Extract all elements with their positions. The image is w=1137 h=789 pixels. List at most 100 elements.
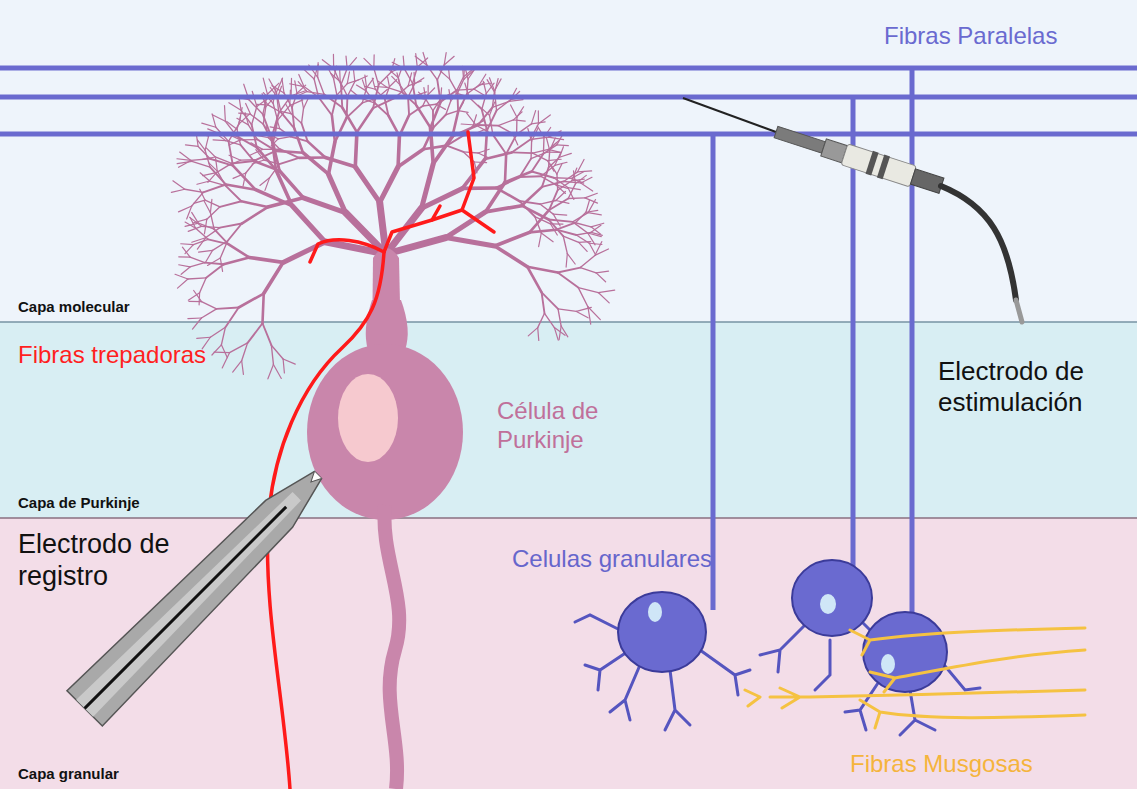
dendrite-branch: [549, 220, 573, 222]
dendrite-branch: [188, 317, 202, 319]
dendrite-branch: [522, 187, 542, 206]
dendritic-tree: [171, 52, 614, 378]
electrode-label: Electrodo de registro: [18, 528, 213, 593]
dendrite-branch: [578, 159, 584, 171]
dendrite-branch: [380, 167, 398, 203]
dendrite-branch: [430, 102, 440, 128]
dendrite-branch: [334, 79, 337, 95]
dendrite-branch: [291, 114, 302, 124]
dendrite-branch: [347, 103, 363, 118]
dendrite-branch: [579, 242, 587, 251]
dendrite-branch: [444, 56, 454, 65]
dendrite-branch: [342, 108, 357, 133]
dendrite-branch: [490, 102, 495, 115]
dendrite-branch: [386, 238, 446, 254]
dendrite-branch: [202, 302, 217, 309]
dendrite-branch: [568, 184, 575, 199]
mossy-fibers: [745, 628, 1085, 728]
dendrite-branch: [576, 175, 587, 183]
dendrite-branch: [588, 213, 601, 215]
dendrite-branch: [404, 69, 412, 84]
dendrite-branch: [246, 160, 257, 173]
parallel-fibers: [0, 68, 1137, 620]
dendrite-branch: [205, 250, 212, 262]
dendrite-branch: [545, 313, 555, 327]
dendrite-branch: [505, 154, 506, 182]
dendrite-branch: [256, 150, 264, 160]
dendrite-branch: [433, 136, 452, 163]
dendrite-branch: [576, 232, 591, 235]
dendrite-branch: [528, 328, 537, 336]
dendrite-branch: [216, 158, 218, 171]
dendrite-branch: [495, 79, 499, 93]
dendrite-branch: [249, 257, 283, 262]
dendrite-branch: [374, 68, 379, 85]
dendrite-branch: [214, 351, 229, 353]
dendrite-branch: [268, 198, 304, 207]
dendrite-branch: [558, 273, 579, 288]
dendrite-branch: [487, 80, 495, 93]
dendrite-branch: [554, 328, 558, 341]
dendrite-branch: [292, 206, 325, 242]
dendrite-branch: [286, 104, 291, 113]
dendrite-branch: [260, 178, 270, 186]
dendrite-branch: [591, 225, 601, 232]
dendrite-branch: [229, 103, 241, 110]
dendrite-branch: [239, 113, 251, 114]
dendrite-branch: [563, 236, 567, 254]
dendrite-branch: [185, 223, 198, 226]
dendrite-branch: [276, 151, 303, 153]
dendrite-branch: [549, 198, 568, 209]
dendrite-branch: [263, 78, 267, 94]
dendrite-branch: [586, 200, 589, 212]
dendrite-branch: [280, 149, 299, 158]
dendrite-branch: [511, 105, 517, 117]
dendrite-branch: [212, 115, 225, 122]
layer-name: Capa molecular: [18, 298, 130, 315]
dendrite-branch: [201, 226, 219, 227]
dendrite-branch: [210, 327, 225, 337]
dendrite-branch: [233, 173, 246, 178]
dendrite-branch: [181, 267, 190, 274]
dendrite-branch: [567, 254, 575, 264]
dendrite-branch: [575, 212, 586, 223]
dendrite-branch: [229, 140, 240, 145]
dendrite-branch: [206, 228, 220, 238]
dendrite-branch: [279, 158, 299, 164]
dendrite-branch: [230, 343, 248, 353]
dendrite-branch: [173, 181, 185, 189]
dendrite-branch: [542, 167, 549, 186]
dendrite-branch: [246, 103, 251, 114]
dendrite-branch: [416, 54, 418, 68]
dendrite-branch: [549, 150, 550, 167]
dendrite-branch: [221, 345, 227, 358]
dendrite-branch: [573, 171, 575, 184]
cell-label: Celulas granulares: [512, 545, 712, 574]
dendrite-branch: [226, 141, 241, 145]
cell-label: Célula de Purkinje: [497, 397, 657, 455]
dendrite-branch: [563, 236, 578, 242]
dendrite-branch: [251, 114, 264, 124]
dendrite-branch: [581, 183, 593, 191]
dendrite-branch: [497, 100, 511, 111]
dendrite-branch: [357, 108, 373, 132]
dendrite-branch: [273, 364, 281, 378]
dendrite-branch: [557, 144, 569, 146]
dendrite-branch: [178, 206, 191, 212]
dendrite-branch: [304, 98, 309, 108]
dendrite-branch: [426, 99, 433, 111]
dendrite-branch: [278, 137, 290, 139]
dendrite-branch: [595, 249, 609, 255]
dendrite-branch: [530, 141, 532, 158]
dendrite-branch: [447, 146, 464, 152]
dendrite-branch: [220, 224, 242, 228]
dendrite-branch: [192, 161, 210, 167]
dendrite-branch: [388, 77, 390, 87]
dendrite-branch: [192, 318, 201, 329]
dendrite-branch: [573, 213, 588, 222]
dendrite-branch: [206, 264, 224, 278]
dendrite-branch: [207, 207, 220, 219]
dendrite-branch: [202, 123, 216, 127]
dendrite-branch: [291, 137, 308, 142]
dendrite-branch: [225, 307, 238, 327]
